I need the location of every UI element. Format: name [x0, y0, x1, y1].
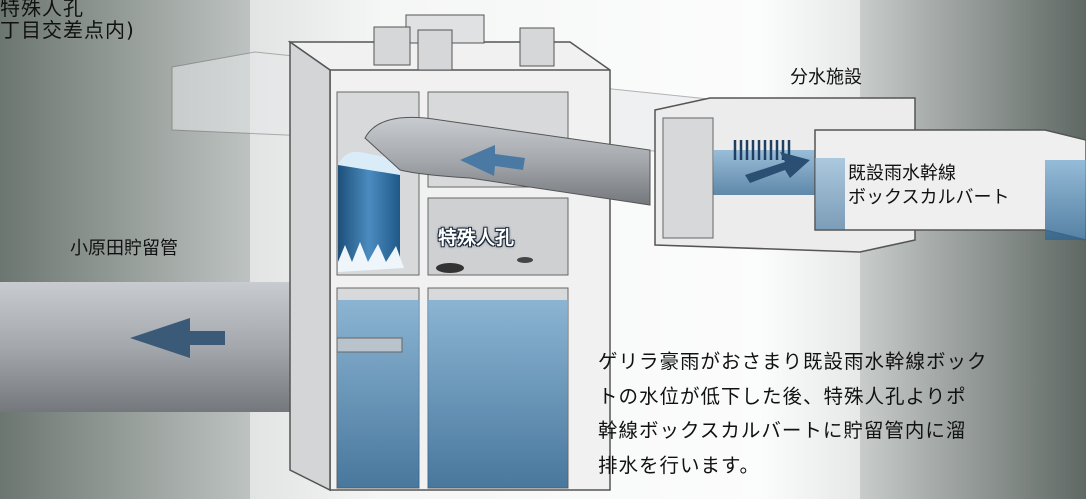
waterfall — [338, 165, 400, 265]
inflow-pipe — [364, 116, 651, 206]
description: ゲリラ豪雨がおさまり既設雨水幹線ボック トの水位が低下した後、特殊人孔よりポ 幹… — [598, 345, 988, 483]
description-line: 排水を行います。 — [598, 453, 761, 477]
diversion-label: 分水施設 — [790, 67, 862, 88]
existing-line-label: 既設雨水幹線 — [848, 163, 956, 184]
storage-pipe-shape — [0, 282, 310, 412]
special-manhole-structure — [287, 14, 611, 492]
description-line: トの水位が低下した後、特殊人孔よりポ — [598, 384, 967, 408]
inflow-arrow — [460, 145, 525, 176]
box-culvert — [814, 129, 1086, 241]
storage-pipe-label: 小原田貯留管 — [70, 238, 178, 259]
outflow-arrow — [130, 318, 225, 358]
page-title: 特殊人孔 — [0, 0, 84, 20]
description-line: ゲリラ豪雨がおさまり既設雨水幹線ボック — [598, 350, 988, 373]
page-subtitle: 丁目交差点内) — [0, 18, 135, 42]
description-line: 幹線ボックスカルバートに貯留管内に溜 — [598, 419, 967, 442]
box-culvert-label: ボックスカルバート — [848, 187, 1010, 208]
special-manhole-label: 特殊人孔 — [438, 227, 515, 249]
diversion-arrow — [745, 152, 810, 183]
